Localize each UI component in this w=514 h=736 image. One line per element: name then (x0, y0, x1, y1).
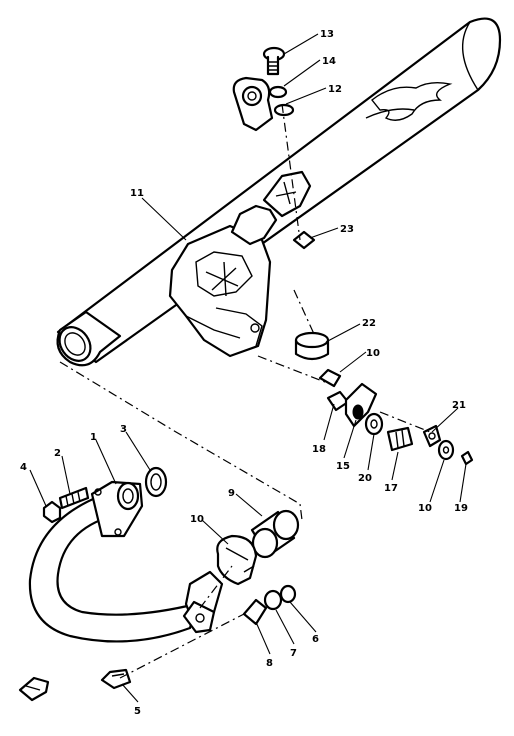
callout-12: 12 (328, 84, 342, 95)
callout-13: 13 (320, 29, 334, 40)
callout-17: 17 (384, 483, 398, 494)
callout-20: 20 (358, 473, 372, 484)
callout-15: 15 (336, 461, 350, 472)
gasket-3 (144, 466, 168, 498)
callout-10-upper: 10 (366, 348, 380, 359)
callout-10-right: 10 (418, 503, 432, 514)
bolt-5 (100, 668, 132, 690)
stud-2 (58, 486, 90, 510)
exhaust-pipe (28, 480, 224, 643)
callout-19: 19 (454, 503, 468, 514)
callout-18: 18 (312, 444, 326, 455)
callout-2: 2 (54, 448, 61, 459)
callout-22: 22 (362, 318, 376, 329)
hardware-right (318, 368, 474, 466)
callout-labels: 13 14 12 11 23 22 10 21 18 15 20 17 10 1… (20, 29, 468, 717)
callout-14: 14 (322, 56, 336, 67)
callout-23: 23 (340, 224, 354, 235)
callout-7: 7 (290, 648, 297, 659)
callout-6: 6 (312, 634, 319, 645)
callout-4: 4 (20, 462, 27, 473)
bolt-23 (292, 230, 316, 250)
nut-4 (42, 500, 62, 524)
callout-11: 11 (130, 188, 144, 199)
muffler-bracket (168, 204, 278, 358)
spacer-8 (242, 598, 268, 626)
callout-21: 21 (452, 400, 466, 411)
grommet-22 (294, 331, 330, 361)
callout-1: 1 (90, 432, 97, 443)
washer-14 (268, 85, 295, 117)
washer-7 (263, 589, 283, 611)
callout-8: 8 (266, 658, 273, 669)
nut-6 (279, 584, 297, 604)
joint-9 (250, 509, 300, 559)
upper-bracket (262, 170, 312, 218)
bolt-13 (262, 46, 286, 76)
callout-5: 5 (134, 706, 141, 717)
pipe-bracket (182, 600, 216, 634)
callout-10-lower: 10 (190, 514, 204, 525)
callout-9: 9 (228, 488, 235, 499)
callout-3: 3 (120, 424, 127, 435)
leader-lines (29, 33, 467, 703)
small-clip (18, 676, 50, 702)
clamp-12 (232, 76, 274, 132)
assembly-lines (59, 103, 431, 679)
